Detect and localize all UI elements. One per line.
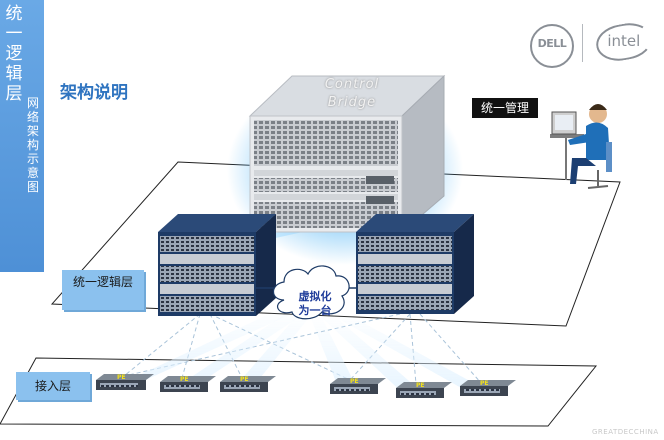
- control-bridge-chassis: [248, 74, 446, 234]
- access-layer-label: 接入层: [16, 372, 90, 400]
- virtualization-line1: 虚拟化: [298, 290, 332, 303]
- sidebar: 统一逻辑层 网络架构示意图: [0, 0, 44, 272]
- operator-workstation-icon: [550, 104, 612, 189]
- switch-stack-right: [356, 214, 474, 314]
- virtualization-line2: 为一台: [298, 304, 332, 317]
- dell-logo: DELL: [530, 24, 574, 68]
- pe-label-5: PE: [416, 382, 425, 389]
- page-title: 架构说明: [60, 83, 128, 103]
- virtualization-beams: [112, 306, 490, 396]
- pe-device-4: PE: [330, 378, 386, 394]
- pe-label-1: PE: [117, 374, 126, 381]
- logo-divider: [582, 24, 583, 62]
- switch-stack-left: [158, 214, 276, 316]
- control-bridge-line2: Bridge: [327, 95, 377, 110]
- pe-device-5: PE: [396, 382, 452, 398]
- virtualization-label: 虚拟化 为一台: [282, 290, 348, 318]
- unified-management-label: 统一管理: [472, 98, 538, 118]
- pe-label-2: PE: [180, 376, 189, 383]
- sidebar-subtitle: 网络架构示意图: [26, 96, 39, 194]
- control-bridge-line1: Control: [324, 77, 380, 92]
- pe-label-6: PE: [480, 380, 489, 387]
- virtualization-cloud: [272, 265, 350, 320]
- control-bridge-label: Control Bridge: [292, 76, 412, 112]
- pe-device-2: PE: [160, 376, 216, 392]
- pe-label-4: PE: [350, 378, 359, 385]
- dell-logo-text: DELL: [537, 37, 567, 50]
- pe-device-6: PE: [460, 380, 516, 396]
- watermark: GREATDECCHINA: [592, 428, 659, 436]
- pe-label-3: PE: [240, 376, 249, 383]
- logic-layer-label: 统一逻辑层: [62, 270, 144, 310]
- pe-device-3: PE: [220, 376, 276, 392]
- sidebar-title: 统一逻辑层: [5, 4, 23, 104]
- pe-device-1: PE: [96, 374, 154, 390]
